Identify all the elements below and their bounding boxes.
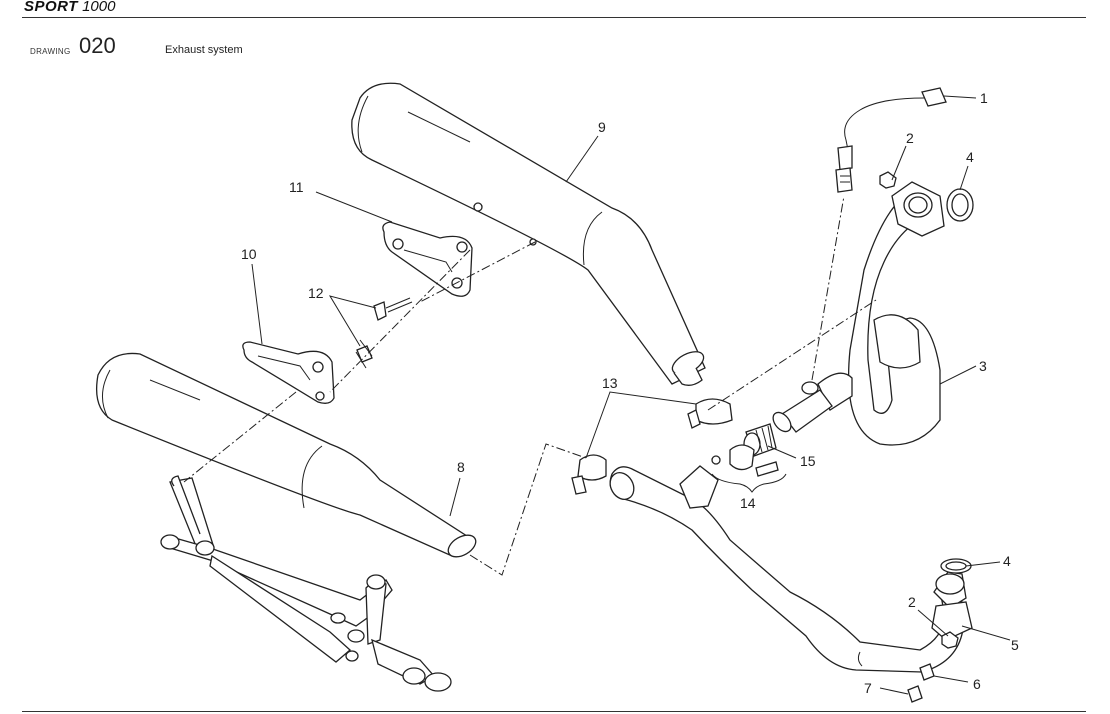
gasket-upper-inner xyxy=(951,193,969,217)
callout-4-lower: 4 xyxy=(1003,553,1011,569)
footrest-hanger xyxy=(160,475,452,692)
callout-11: 11 xyxy=(289,179,304,195)
screws-12 xyxy=(355,297,413,369)
lambda-sensor xyxy=(835,87,947,193)
front-header-pipe xyxy=(772,181,945,446)
alignment-lines xyxy=(183,195,877,576)
callout-5: 5 xyxy=(1011,637,1019,653)
leader-lines xyxy=(251,95,1011,695)
screw-7 xyxy=(907,685,923,703)
brand-name: SPORT xyxy=(24,0,78,15)
callout-13: 13 xyxy=(602,375,618,391)
header-rule xyxy=(22,17,1086,18)
callout-14: 14 xyxy=(740,495,756,511)
brand-model: 1000 xyxy=(82,0,116,15)
gasket-lower-inner xyxy=(945,561,967,571)
bracket-11 xyxy=(382,221,473,297)
callout-1: 1 xyxy=(980,90,988,106)
rear-header-pipe xyxy=(609,465,973,673)
callout-8: 8 xyxy=(457,459,465,475)
callout-3: 3 xyxy=(979,358,987,374)
drawing-number: 020 xyxy=(79,33,116,58)
callout-12: 12 xyxy=(308,285,324,301)
bracket-10 xyxy=(242,341,335,404)
lower-silencer xyxy=(95,352,477,558)
callout-2-upper: 2 xyxy=(906,130,914,146)
callout-4-upper: 4 xyxy=(966,149,974,165)
callout-9: 9 xyxy=(598,119,606,135)
callout-14-brace xyxy=(711,473,787,493)
callout-2-lower: 2 xyxy=(908,594,916,610)
brand-title: SPORT 1000 xyxy=(24,0,115,15)
nut-lower xyxy=(941,631,959,649)
footer-rule xyxy=(22,711,1086,712)
upper-silencer xyxy=(351,82,706,386)
callout-10: 10 xyxy=(241,246,257,262)
drawing-label: DRAWING xyxy=(30,47,71,56)
callout-6: 6 xyxy=(973,676,981,692)
clamps-13 xyxy=(571,398,733,495)
callout-7: 7 xyxy=(864,680,872,696)
drawing-title: Exhaust system xyxy=(165,44,243,56)
nut-upper xyxy=(879,171,897,189)
clamp-assembly xyxy=(711,423,779,477)
callout-15: 15 xyxy=(800,453,816,469)
